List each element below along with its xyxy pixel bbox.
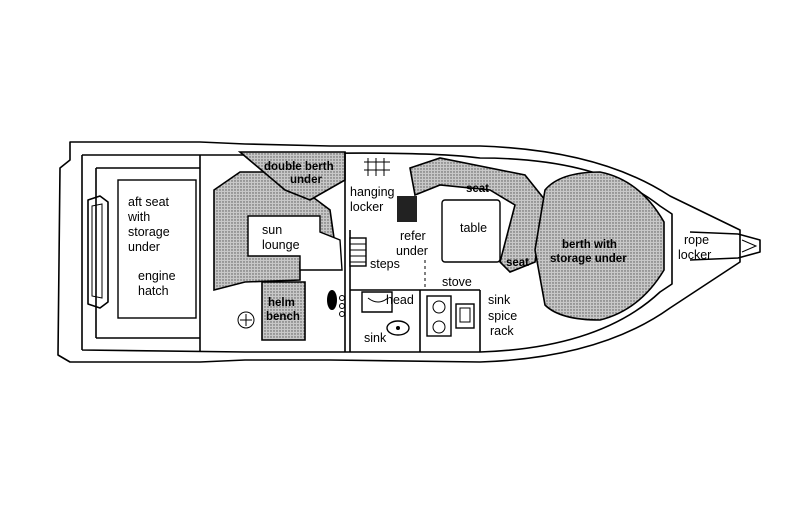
interior-walls (344, 152, 481, 352)
svg-text:engine: engine (138, 269, 176, 283)
svg-text:storage under: storage under (550, 253, 627, 265)
refrigerator (397, 196, 417, 222)
helm-wheel-icon (237, 311, 255, 329)
svg-text:under: under (290, 174, 322, 186)
svg-text:refer: refer (400, 229, 426, 243)
stove-icon (426, 295, 452, 337)
head-label: head (386, 293, 414, 307)
svg-text:sun: sun (262, 223, 282, 237)
svg-text:double berth: double berth (264, 161, 334, 173)
svg-text:hanging: hanging (350, 185, 395, 199)
svg-text:rope: rope (684, 233, 709, 247)
head-sink-label: sink (364, 331, 387, 345)
seat-side-label: seat (506, 257, 529, 269)
bow-pulpit (689, 231, 761, 261)
sun-lounge-label: sun lounge (262, 223, 300, 252)
spice-rack-label: spice rack (488, 309, 517, 338)
hanging-locker-label: hanging locker (350, 185, 395, 214)
stove-label: stove (442, 275, 472, 289)
engine-hatch-box (117, 179, 197, 319)
hanging-locker-rack (364, 158, 390, 176)
svg-text:rack: rack (490, 324, 514, 338)
svg-text:lounge: lounge (262, 238, 300, 252)
aft-seat-label: aft seat with storage under (127, 195, 170, 254)
dash-gauges (327, 290, 345, 317)
svg-text:helm: helm (268, 297, 295, 309)
head-sink-icon (386, 320, 410, 336)
svg-text:under: under (128, 240, 160, 254)
galley-sink-label: sink (488, 293, 511, 307)
svg-text:under: under (396, 244, 428, 258)
rope-locker-label: rope locker (678, 233, 711, 262)
svg-text:spice: spice (488, 309, 517, 323)
berth-storage-label: berth with storage under (550, 239, 627, 265)
svg-text:aft seat: aft seat (128, 195, 170, 209)
steps-label: steps (370, 257, 400, 271)
companionway-steps (349, 237, 367, 267)
v-berth (534, 171, 665, 321)
refer-under-label: refer under (396, 229, 428, 258)
transom-step (87, 195, 109, 309)
engine-hatch-label: engine hatch (138, 269, 176, 298)
dinette-table (441, 199, 501, 263)
helm-bench (261, 281, 306, 341)
toilet-icon (361, 291, 393, 313)
double-berth-label: double berth under (264, 161, 334, 186)
double-berth (237, 151, 346, 201)
seat-top-label: seat (466, 183, 489, 195)
svg-text:berth with: berth with (562, 239, 617, 251)
svg-text:hatch: hatch (138, 284, 169, 298)
sun-lounge-pad (247, 215, 343, 271)
table-label: table (460, 221, 487, 235)
svg-text:storage: storage (128, 225, 170, 239)
dinette-seat (409, 157, 546, 273)
svg-text:locker: locker (350, 200, 383, 214)
svg-text:bench: bench (266, 311, 300, 323)
helm-bench-label: helm bench (266, 297, 300, 323)
svg-text:with: with (127, 210, 150, 224)
galley-sink-icon (455, 303, 475, 329)
svg-text:locker: locker (678, 248, 711, 262)
